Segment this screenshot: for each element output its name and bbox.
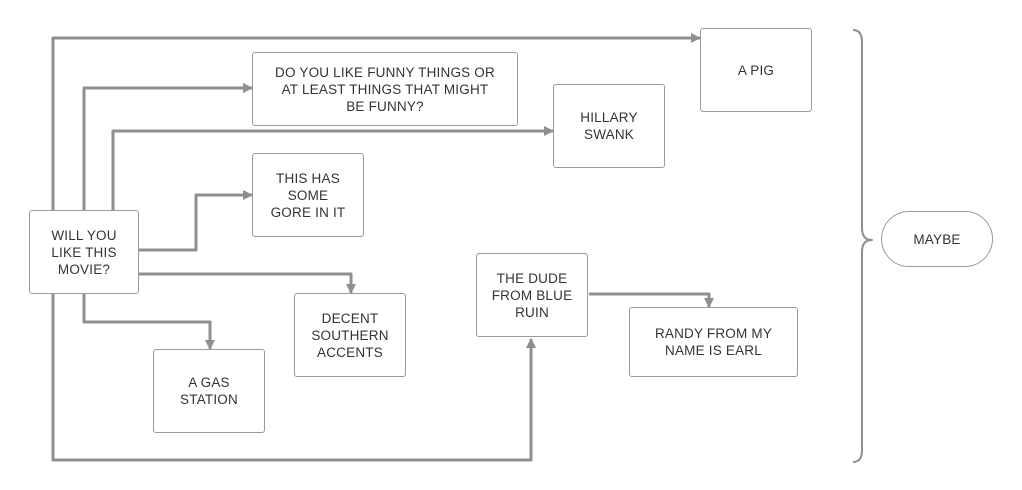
edge-start-to-accents	[139, 272, 356, 294]
node-do-you-like-funny-things[interactable]: DO YOU LIKE FUNNY THINGS OR AT LEAST THI…	[252, 52, 518, 126]
node-the-dude-from-blue-ruin[interactable]: THE DUDE FROM BLUE RUIN	[476, 253, 588, 337]
node-a-gas-station[interactable]: A GAS STATION	[153, 349, 265, 433]
maybe-brace	[852, 29, 873, 463]
node-a-pig[interactable]: A PIG	[700, 28, 812, 112]
edge-start-to-funny	[82, 83, 253, 210]
edge-start-to-gas	[82, 294, 215, 350]
edge-start-to-hillary	[111, 126, 554, 210]
node-this-has-some-gore[interactable]: THIS HAS SOME GORE IN IT	[252, 153, 364, 237]
edge-start-to-dude	[51, 234, 536, 462]
edge-dude-to-randy	[589, 292, 714, 308]
edge-start-to-gore	[139, 190, 253, 252]
node-decent-southern-accents[interactable]: DECENT SOUTHERN ACCENTS	[294, 293, 406, 377]
node-hillary-swank[interactable]: HILLARY SWANK	[553, 84, 665, 168]
node-maybe[interactable]: MAYBE	[881, 211, 993, 267]
node-will-you-like-this-movie[interactable]: WILL YOU LIKE THIS MOVIE?	[29, 210, 139, 294]
node-randy-from-my-name-is-earl[interactable]: RANDY FROM MY NAME IS EARL	[629, 307, 798, 377]
